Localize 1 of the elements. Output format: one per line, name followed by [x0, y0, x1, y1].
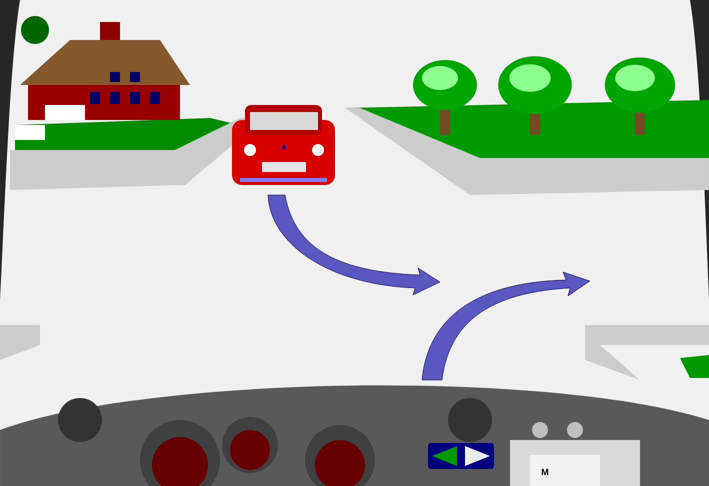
radio-label: M — [542, 468, 548, 476]
